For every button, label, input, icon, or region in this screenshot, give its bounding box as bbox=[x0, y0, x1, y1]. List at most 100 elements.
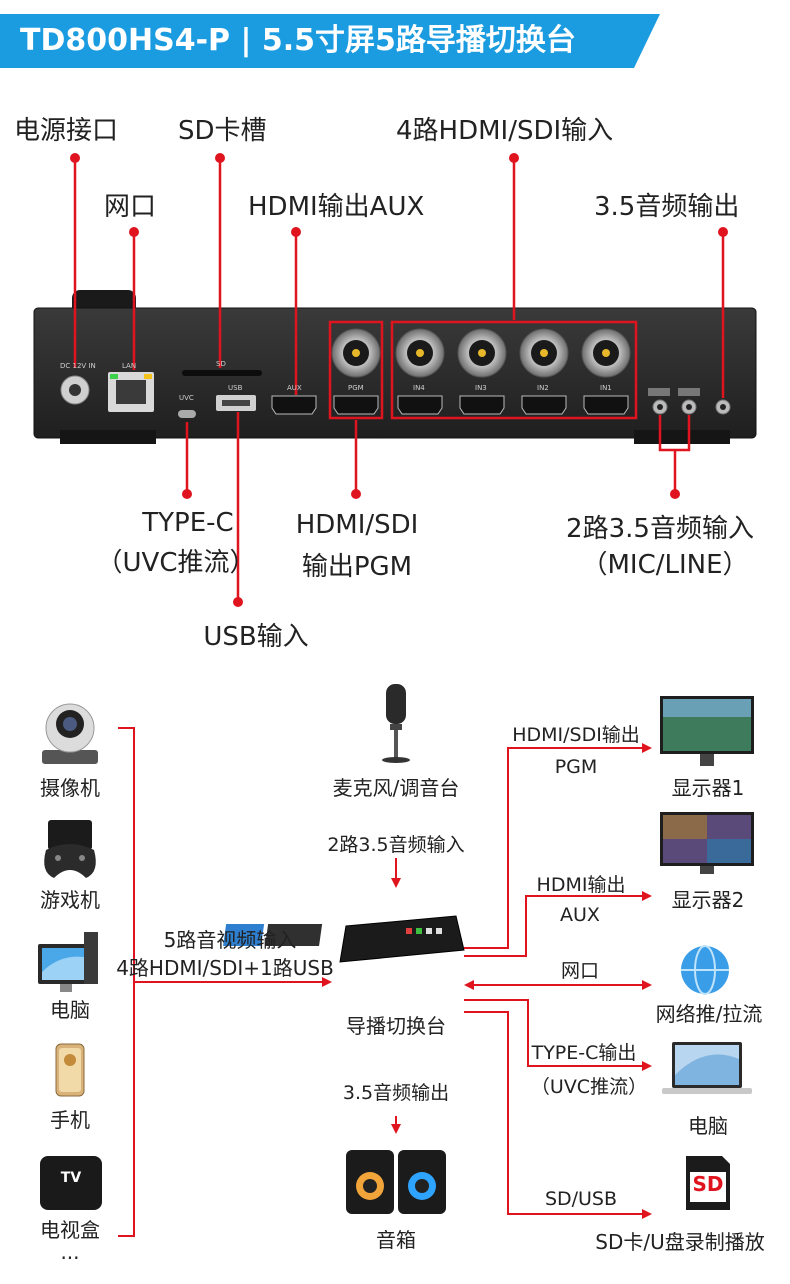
monitor-2-icon bbox=[660, 812, 754, 874]
speakers-icon bbox=[346, 1150, 446, 1214]
label-mic-line: （MIC/LINE） bbox=[581, 550, 749, 580]
label-output-pgm: 输出PGM bbox=[301, 552, 413, 582]
switcher-icon bbox=[223, 915, 465, 963]
label-typec-uvc: （UVC推流） bbox=[96, 548, 256, 578]
output-2-line1: HDMI输出 bbox=[536, 874, 626, 896]
bnc-in3 bbox=[457, 328, 507, 378]
in2-label: IN2 bbox=[537, 384, 549, 392]
label-usb-input: USB输入 bbox=[203, 622, 309, 652]
lan-led-green bbox=[110, 374, 118, 379]
output-4-line1: TYPE-C输出 bbox=[531, 1042, 637, 1064]
label-2-mic-input: 2路3.5音频输入 bbox=[566, 514, 754, 544]
source-console-label: 游戏机 bbox=[40, 888, 100, 912]
audio-out-label: 3.5音频输出 bbox=[342, 1082, 450, 1104]
microphone-icon bbox=[382, 684, 410, 763]
camera-icon bbox=[42, 703, 98, 764]
usbc-port bbox=[178, 410, 196, 418]
device-foot-right bbox=[634, 430, 730, 444]
input-label-line1: 5路音视频输入 bbox=[163, 928, 297, 952]
target-monitor-2-label: 显示器2 bbox=[671, 888, 745, 912]
title-banner bbox=[0, 14, 660, 68]
output-5-line1: SD/USB bbox=[544, 1188, 618, 1210]
label-power-port: 电源接口 bbox=[14, 116, 119, 146]
dc-label: DC 12V IN bbox=[60, 362, 96, 370]
hdmi-ports bbox=[271, 395, 629, 415]
label-3-5-audio-out: 3.5音频输出 bbox=[594, 192, 740, 222]
hdmi-aux-port bbox=[271, 395, 317, 415]
sd-card-icon bbox=[686, 1156, 730, 1210]
sources-bracket bbox=[118, 727, 332, 1237]
bnc-in2 bbox=[519, 328, 569, 378]
output-1-line1: HDMI/SDI输出 bbox=[512, 724, 640, 746]
in4-label: IN4 bbox=[413, 384, 425, 392]
output-1-line2: PGM bbox=[554, 756, 598, 778]
in1-label: IN1 bbox=[600, 384, 612, 392]
label-sd-slot: SD卡槽 bbox=[178, 116, 267, 146]
globe-icon bbox=[681, 945, 729, 995]
usb-port-hole bbox=[222, 400, 250, 406]
label-lan-port: 网口 bbox=[104, 192, 157, 222]
source-pc-label: 电脑 bbox=[50, 998, 90, 1022]
speaker-label: 音箱 bbox=[376, 1228, 416, 1252]
output-2-line2: AUX bbox=[560, 904, 600, 926]
source-phone-label: 手机 bbox=[50, 1108, 90, 1132]
mic-tag-1 bbox=[648, 388, 670, 396]
sd-label: SD bbox=[216, 360, 226, 368]
phone-icon bbox=[55, 1043, 85, 1097]
device-body bbox=[33, 307, 757, 439]
aux-label: AUX bbox=[287, 384, 302, 392]
audio-in-label: 2路3.5音频输入 bbox=[327, 834, 465, 856]
output-3-line1: 网口 bbox=[560, 960, 599, 982]
sd-slot bbox=[182, 370, 262, 376]
audio-jacks bbox=[648, 388, 731, 415]
output-4-line2: （UVC推流） bbox=[530, 1076, 648, 1098]
source-camera-label: 摄像机 bbox=[40, 776, 100, 800]
uvc-label: UVC bbox=[179, 394, 194, 402]
bnc-pgm bbox=[331, 328, 381, 378]
pc-icon bbox=[38, 932, 98, 992]
bnc-in4 bbox=[395, 328, 445, 378]
in3-label: IN3 bbox=[475, 384, 487, 392]
target-laptop-label: 电脑 bbox=[688, 1114, 728, 1138]
label-hdmi-sdi: HDMI/SDI bbox=[295, 510, 419, 540]
label-typec: TYPE-C bbox=[142, 508, 234, 538]
target-sd-usb-label: SD卡/U盘录制播放 bbox=[595, 1230, 765, 1254]
source-tvbox-label: 电视盒 bbox=[40, 1218, 100, 1242]
switcher-label: 导播切换台 bbox=[346, 1014, 446, 1038]
pgm-highlight-box bbox=[328, 320, 384, 420]
label-hdmi-out-aux: HDMI输出AUX bbox=[248, 192, 425, 222]
hdmi-in2-port bbox=[521, 395, 567, 415]
hdmi-in1-port bbox=[583, 395, 629, 415]
lan-port-hole bbox=[116, 380, 146, 404]
tv-box-icon bbox=[40, 1156, 102, 1210]
device-rear-panel bbox=[33, 290, 757, 444]
laptop-icon bbox=[662, 1042, 752, 1094]
device-foot-left bbox=[60, 430, 156, 444]
tv-box-text: TV bbox=[60, 1170, 82, 1186]
hdmi-in3-port bbox=[459, 395, 505, 415]
lan-led-yellow bbox=[144, 374, 152, 379]
inputs-highlight-box bbox=[390, 320, 638, 420]
input-label-line2: 4路HDMI/SDI+1路USB bbox=[116, 956, 334, 980]
target-network-label: 网络推/拉流 bbox=[655, 1002, 763, 1026]
hdmi-in4-port bbox=[397, 395, 443, 415]
monitor-1-icon bbox=[660, 696, 754, 766]
source-more-label: ... bbox=[60, 1240, 80, 1264]
dc-jack-pin bbox=[69, 384, 81, 396]
bnc-in1 bbox=[581, 328, 631, 378]
game-console-icon bbox=[44, 820, 96, 878]
mic-tag-2 bbox=[678, 388, 700, 396]
lan-label: LAN bbox=[122, 362, 137, 370]
usb-label: USB bbox=[228, 384, 243, 392]
label-4-hdmi-sdi-input: 4路HDMI/SDI输入 bbox=[396, 116, 614, 146]
bnc-connectors bbox=[331, 328, 631, 378]
target-monitor-1-label: 显示器1 bbox=[671, 776, 745, 800]
hdmi-pgm-port bbox=[333, 395, 379, 415]
output-lines bbox=[464, 743, 652, 1219]
pgm-label: PGM bbox=[348, 384, 364, 392]
page-title: TD800HS4-P | 5.5寸屏5路导播切换台 bbox=[20, 23, 576, 58]
sd-card-text: SD bbox=[692, 1172, 724, 1196]
panel-callouts bbox=[70, 153, 728, 607]
mic-label: 麦克风/调音台 bbox=[332, 776, 460, 800]
